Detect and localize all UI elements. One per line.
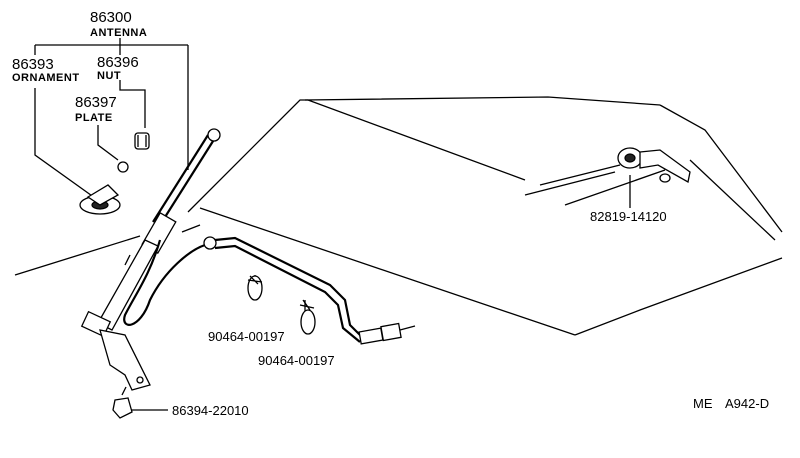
plate-part-name: PLATE bbox=[75, 112, 113, 124]
antenna-part-name: ANTENNA bbox=[90, 27, 148, 39]
plate-part-number: 86397 bbox=[75, 94, 117, 111]
ornament-part-name: ORNAMENT bbox=[12, 72, 80, 84]
nut-part-number: 86396 bbox=[97, 54, 139, 71]
car-body-outline bbox=[14, 96, 783, 336]
rear-bracket bbox=[617, 147, 691, 184]
diagram-code: A942-D bbox=[725, 396, 770, 411]
bracket-part-number: 82819-14120 bbox=[590, 209, 667, 224]
antenna-mast bbox=[80, 128, 221, 391]
clamp-b-part-number: 90464-00197 bbox=[258, 353, 335, 368]
nut-part-name: NUT bbox=[97, 70, 122, 82]
ornament-part-number: 86393 bbox=[12, 56, 54, 73]
bolt-part-number: 86394-22010 bbox=[172, 403, 249, 418]
diagram-code-prefix: ME bbox=[693, 396, 713, 411]
bolt bbox=[112, 386, 133, 419]
antenna-fittings bbox=[79, 132, 150, 215]
cable-clamps bbox=[247, 275, 316, 335]
antenna-cable bbox=[123, 236, 416, 345]
antenna-part-number: 86300 bbox=[90, 9, 132, 26]
clamp-a-part-number: 90464-00197 bbox=[208, 329, 285, 344]
